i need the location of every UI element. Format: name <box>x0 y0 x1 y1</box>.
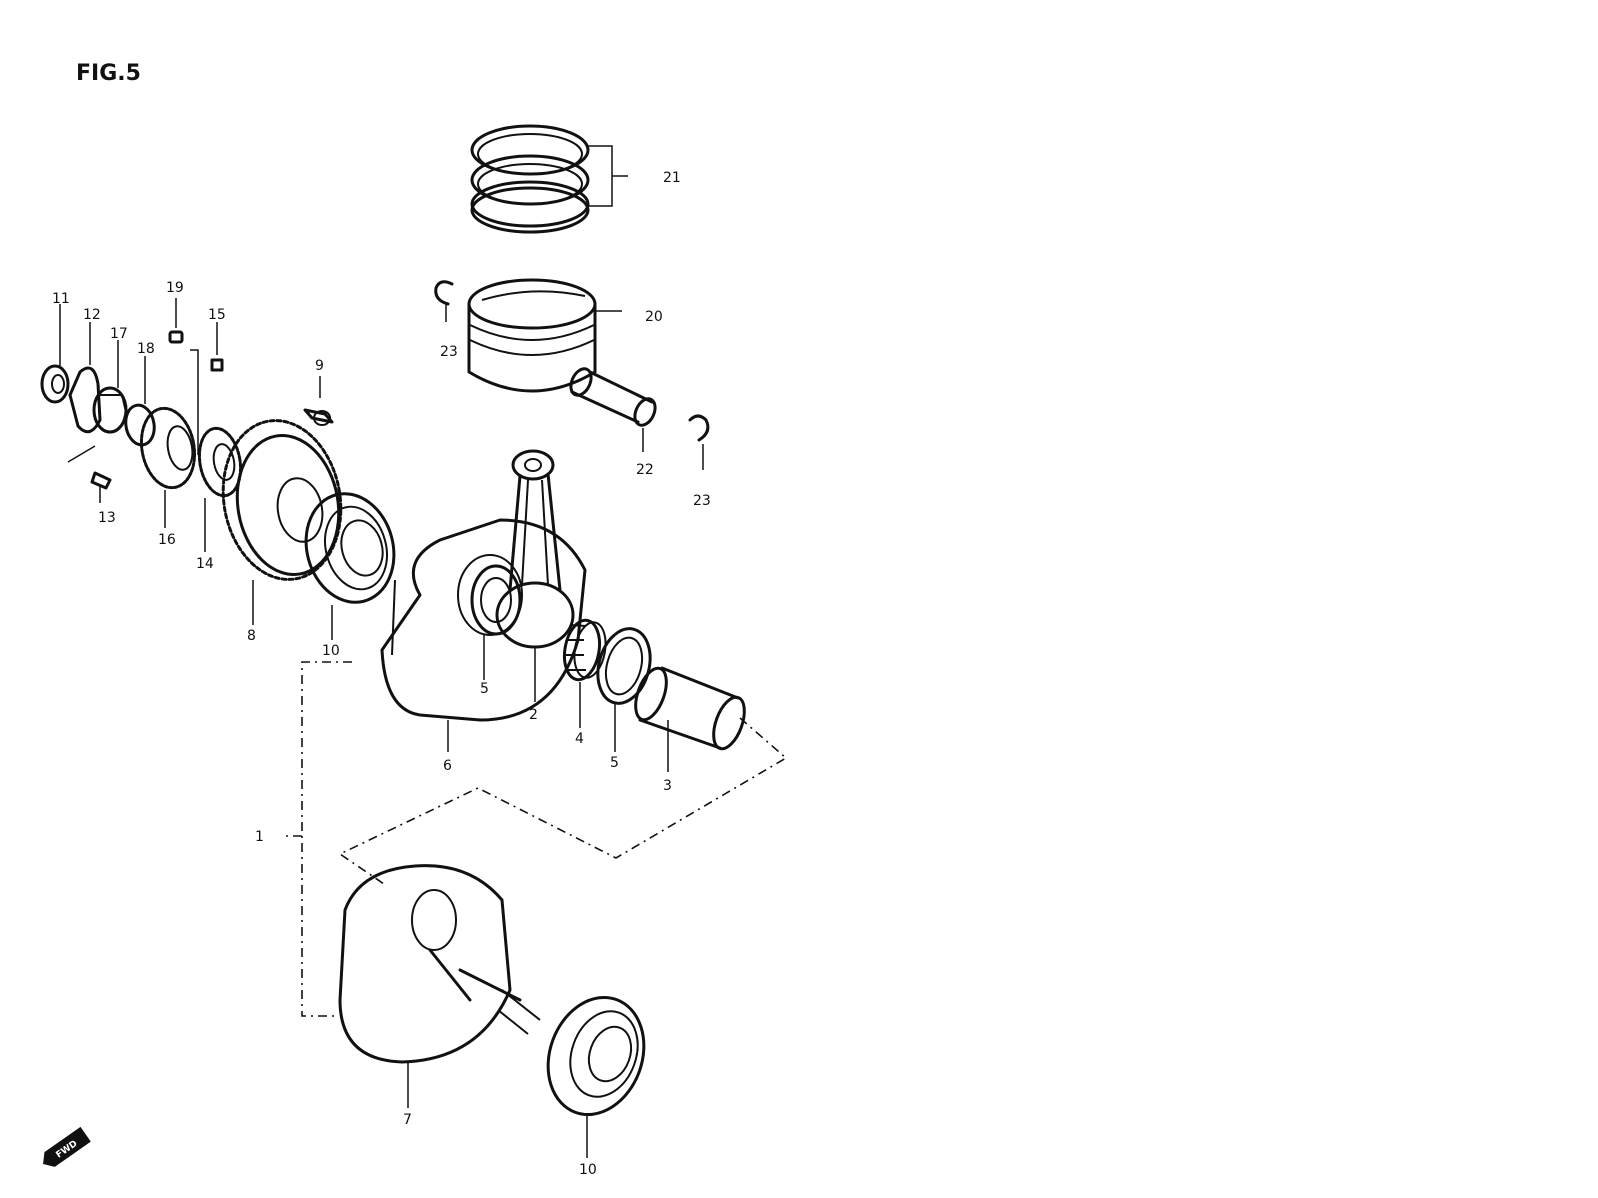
callout-12: 12 <box>83 307 101 323</box>
callout-2: 2 <box>529 707 538 723</box>
lock-plate <box>68 322 102 434</box>
callout-19: 19 <box>166 280 184 296</box>
callout-5-left: 5 <box>480 681 489 697</box>
thrust-washer-left <box>470 564 522 680</box>
callout-16: 16 <box>158 532 176 548</box>
callout-18: 18 <box>137 341 155 357</box>
callout-10-lower: 10 <box>579 1162 597 1178</box>
circlip-lower <box>688 414 710 470</box>
callout-4: 4 <box>575 731 584 747</box>
piston-rings <box>470 124 628 234</box>
key <box>303 376 334 426</box>
pin <box>168 298 199 455</box>
primary-drive-gear <box>221 419 343 625</box>
callout-23-upper: 23 <box>440 344 458 360</box>
callout-11: 11 <box>52 291 70 307</box>
connecting-rod <box>495 449 575 702</box>
callout-9: 9 <box>315 358 324 374</box>
main-bearing-upper <box>304 492 396 640</box>
callout-14: 14 <box>196 556 214 572</box>
oil-seal <box>40 304 70 404</box>
callout-5-right: 5 <box>610 755 619 771</box>
pump-drive-gear <box>197 426 243 552</box>
balancer-drive-gear <box>139 406 197 528</box>
callout-23-lower: 23 <box>693 493 711 509</box>
fwd-direction-mark: FWD <box>43 1126 91 1167</box>
figure-title: FIG.5 <box>76 61 141 86</box>
main-bearing-lower <box>546 995 646 1158</box>
piston-pin <box>569 367 657 452</box>
callout-8: 8 <box>247 628 256 644</box>
callout-17: 17 <box>110 326 128 342</box>
assembly-bracket <box>282 661 352 1017</box>
callout-10-upper: 10 <box>322 643 340 659</box>
nut <box>92 340 128 434</box>
crank-pin <box>634 666 746 772</box>
small-nut <box>210 322 224 372</box>
callout-22: 22 <box>636 462 654 478</box>
callout-21: 21 <box>663 170 681 186</box>
assembly-outline <box>338 717 788 885</box>
circlip-upper <box>434 280 454 322</box>
callout-13: 13 <box>98 510 116 526</box>
callout-7: 7 <box>403 1112 412 1128</box>
callout-20: 20 <box>645 309 663 325</box>
callout-1: 1 <box>255 829 264 845</box>
piston <box>467 278 622 393</box>
callout-6: 6 <box>443 758 452 774</box>
bolt <box>67 445 112 503</box>
callout-15: 15 <box>208 307 226 323</box>
washer <box>124 356 156 447</box>
callout-3: 3 <box>663 778 672 794</box>
crankshaft-web-left <box>380 518 587 752</box>
crankshaft-web-right <box>338 864 541 1108</box>
